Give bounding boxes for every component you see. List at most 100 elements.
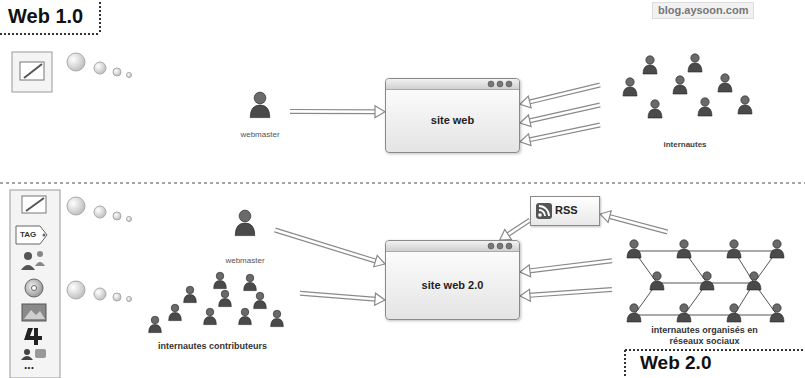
person-icon xyxy=(643,56,657,74)
person-head xyxy=(171,304,179,312)
person-head xyxy=(703,272,711,280)
arrow-head xyxy=(520,134,531,146)
person-head xyxy=(773,304,781,312)
arrow-shaft-outline xyxy=(609,216,668,232)
flow-arrow xyxy=(520,289,612,301)
arrow-shaft xyxy=(529,105,600,121)
arrow-shaft-outline xyxy=(529,290,612,296)
arrow-shaft xyxy=(529,125,600,140)
person-head xyxy=(646,56,654,64)
person-body xyxy=(149,325,162,333)
people-figure xyxy=(600,50,770,150)
person-icon xyxy=(219,290,232,306)
arrow-head xyxy=(520,96,531,108)
person-body xyxy=(239,317,252,325)
person-icon xyxy=(747,272,761,290)
arrow-shaft xyxy=(290,110,376,113)
person-body xyxy=(677,249,691,258)
arrow-shaft-outline xyxy=(300,293,376,299)
network-link xyxy=(734,251,777,252)
person-head xyxy=(676,76,684,84)
person-body xyxy=(204,317,217,325)
flow-arrow xyxy=(275,230,385,267)
flow-arrow xyxy=(520,105,600,127)
person-body xyxy=(718,83,732,92)
person-head xyxy=(246,274,254,282)
tag-icon xyxy=(16,226,47,244)
window-title-bar xyxy=(386,241,519,252)
person-head xyxy=(721,74,729,82)
person-icon xyxy=(677,240,691,258)
person-head xyxy=(256,292,264,300)
more-label: ... xyxy=(24,358,34,372)
arrow-shaft-outline xyxy=(529,85,600,102)
window-button xyxy=(506,81,512,87)
window-button xyxy=(488,81,494,87)
person-icon xyxy=(727,304,741,322)
arrow-shaft xyxy=(529,261,612,271)
user-group: internautes contributeurs xyxy=(125,268,300,352)
node-label: webmaster xyxy=(240,130,279,140)
person-head xyxy=(691,54,699,62)
website-window: site web xyxy=(385,78,520,153)
person-icon xyxy=(698,98,712,116)
window-title-bar xyxy=(386,79,519,90)
person-icon xyxy=(250,92,270,117)
arrow-shaft-outline xyxy=(529,105,600,121)
person-body xyxy=(184,295,197,303)
user-group: internautes organisés en réseaux sociaux xyxy=(612,232,797,347)
person-body xyxy=(747,281,761,290)
arrow-shaft-outline xyxy=(529,125,600,140)
window-button xyxy=(506,243,512,249)
person-head xyxy=(630,240,638,248)
person-icon xyxy=(239,308,252,324)
watermark: blog.aysoon.com xyxy=(652,2,754,19)
person-body xyxy=(677,313,691,322)
person-icon xyxy=(244,274,257,290)
person-body xyxy=(643,65,657,74)
network-link xyxy=(684,315,734,316)
thought-bubbles xyxy=(67,197,132,302)
person-body xyxy=(650,281,664,290)
window-button xyxy=(497,243,503,249)
person-body xyxy=(738,105,752,114)
arrow-head xyxy=(520,115,531,127)
app-icon xyxy=(24,328,42,345)
person-icon xyxy=(718,74,732,92)
person-icon xyxy=(677,304,691,322)
node-label: webmaster xyxy=(225,256,264,266)
person-head xyxy=(730,240,738,248)
person-body xyxy=(627,313,641,322)
dotted-bracket xyxy=(625,350,805,378)
person-icon xyxy=(271,310,284,326)
dotted-bracket xyxy=(0,2,100,34)
section-title: Web 2.0 xyxy=(640,352,711,375)
arrow-head xyxy=(600,211,611,223)
person-head xyxy=(773,240,781,248)
arrow-shaft xyxy=(275,230,376,261)
person-icon xyxy=(650,272,664,290)
node-label: internautes organisés en réseaux sociaux xyxy=(647,325,762,347)
person-icon xyxy=(214,272,227,288)
person-icon xyxy=(627,304,641,322)
person-icon xyxy=(648,100,662,118)
person-head xyxy=(254,92,266,104)
person-body xyxy=(235,223,255,236)
flow-arrow xyxy=(600,211,668,232)
person-body xyxy=(219,299,232,307)
person-head xyxy=(701,98,709,106)
person-icon xyxy=(738,96,752,114)
arrow-shaft-outline xyxy=(529,261,612,271)
person-head xyxy=(273,310,281,318)
user-group: webmaster xyxy=(230,88,290,140)
section-title: Web 1.0 xyxy=(8,4,83,28)
section-separator xyxy=(0,182,805,184)
person-icon xyxy=(623,78,637,96)
person-head xyxy=(630,304,638,312)
person-icon xyxy=(184,286,197,302)
network-link xyxy=(634,315,684,316)
person-head xyxy=(151,316,159,324)
arrow-head xyxy=(520,289,530,301)
person-body xyxy=(648,109,662,118)
